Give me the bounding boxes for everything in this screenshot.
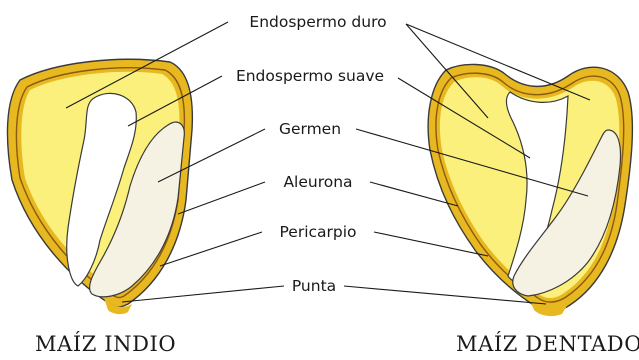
label-soft-endosperm: Endospermo suave xyxy=(236,67,384,85)
dent-kernel xyxy=(428,64,632,316)
captions: MAÍZ INDIO MAÍZ DENTADO xyxy=(35,332,639,356)
flint-kernel xyxy=(7,59,192,314)
label-aleurone: Aleurona xyxy=(283,173,352,191)
caption-flint: MAÍZ INDIO xyxy=(35,332,176,356)
label-pericarp: Pericarpio xyxy=(279,223,356,241)
caption-dent: MAÍZ DENTADO xyxy=(456,332,639,356)
label-tip: Punta xyxy=(292,277,336,295)
label-germ: Germen xyxy=(279,120,341,138)
part-labels: Endospermo duro Endospermo suave Germen … xyxy=(236,13,387,295)
leader-aleurone-flint xyxy=(178,182,265,214)
label-hard-endosperm: Endospermo duro xyxy=(249,13,386,31)
